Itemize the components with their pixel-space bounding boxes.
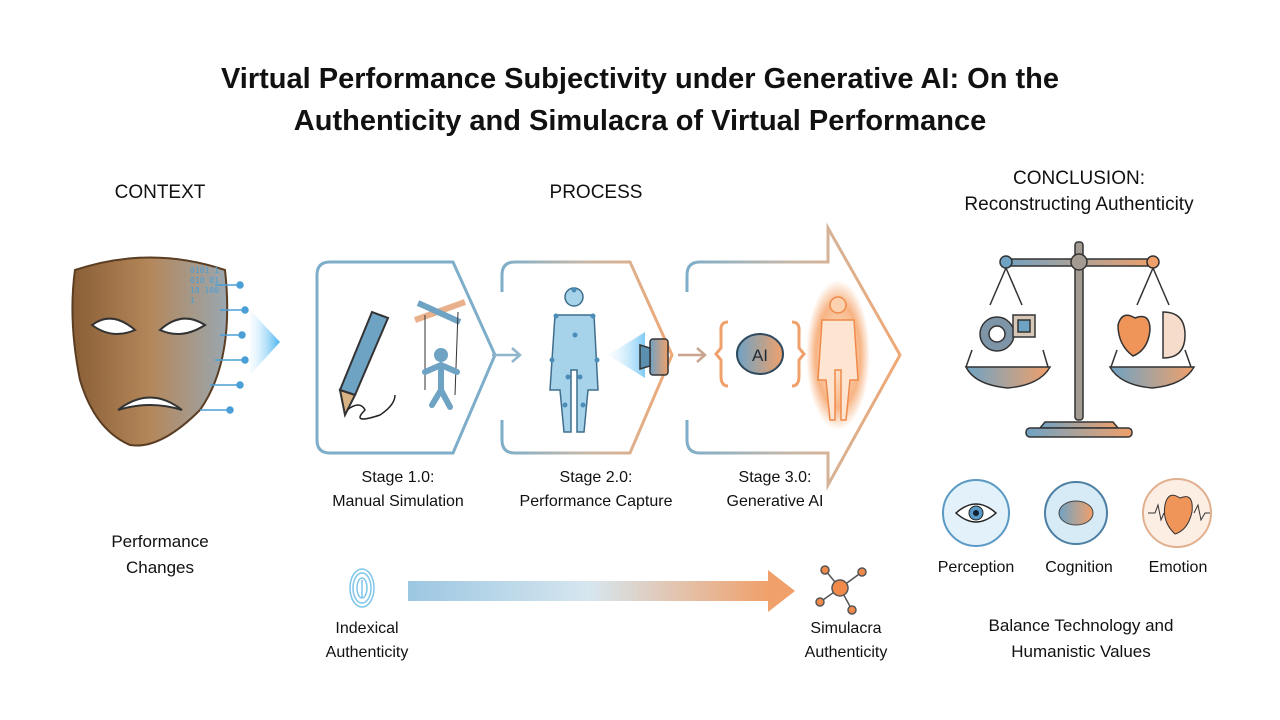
camera-icon (639, 338, 669, 376)
perception-eye-icon (942, 479, 1010, 547)
title-line-1: Virtual Performance Subjectivity under G… (220, 63, 1060, 95)
conclusion-footer-line-1: Balance Technology and (988, 616, 1174, 635)
context-label: Performance Changes (111, 529, 208, 581)
stage-arrow-2 (678, 347, 707, 363)
stage-2-name: Performance Capture (519, 493, 673, 510)
indexical-authenticity-label: Indexical Authenticity (326, 617, 409, 665)
page-title: Virtual Performance Subjectivity under G… (221, 58, 1059, 142)
conclusion-footer: Balance Technology and Humanistic Values (989, 613, 1174, 665)
context-header: CONTEXT (114, 182, 206, 203)
fountain-pen-icon (338, 310, 396, 420)
stage-arrow-1 (492, 347, 522, 363)
fingerprint-icon (349, 568, 375, 608)
motion-capture-body-icon (549, 287, 600, 433)
cognition-brain-icon (1044, 481, 1108, 545)
glowing-human-icon (806, 280, 870, 430)
pillar-emotion: Emotion (1148, 559, 1208, 576)
stage-3-number: Stage 3.0: (738, 469, 812, 486)
network-nodes-icon (815, 565, 867, 615)
balance-scale-icon (964, 241, 1196, 438)
stage-3-arrow (685, 222, 902, 491)
brain-icon (1162, 311, 1186, 359)
stage-1-name: Manual Simulation (332, 493, 464, 510)
conclusion-header: CONCLUSION: Reconstructing Authenticity (964, 166, 1193, 218)
ai-brain-icon: AI (714, 320, 806, 388)
simulacra-line-2: Authenticity (804, 644, 888, 661)
stage-3-name: Generative AI (726, 493, 824, 510)
conclusion-header-line-2: Reconstructing Authenticity (964, 194, 1194, 215)
mask-binary-code: 0101 1010 0110 1001 (190, 266, 219, 305)
context-label-line-2: Changes (125, 558, 195, 577)
stage-1-number: Stage 1.0: (361, 469, 435, 486)
title-line-2: Authenticity and Simulacra of Virtual Pe… (293, 105, 987, 137)
pillar-cognition: Cognition (1045, 559, 1113, 576)
context-label-line-1: Performance (111, 532, 209, 551)
theater-mask-icon (71, 256, 280, 447)
conclusion-footer-line-2: Humanistic Values (1011, 642, 1151, 661)
heart-icon (1117, 314, 1151, 357)
spectrum-arrow (408, 570, 795, 612)
process-header: PROCESS (549, 182, 643, 203)
stage-1-panel (315, 260, 497, 455)
indexical-line-1: Indexical (335, 620, 399, 637)
stage-1-label: Stage 1.0: Manual Simulation (332, 466, 464, 514)
stage-2-label: Stage 2.0: Performance Capture (520, 466, 673, 514)
stage-2-panel (500, 260, 674, 455)
indexical-line-2: Authenticity (325, 644, 409, 661)
stage-2-number: Stage 2.0: (559, 469, 633, 486)
simulacra-authenticity-label: Simulacra Authenticity (805, 617, 888, 665)
puppet-icon (413, 299, 467, 410)
stage-3-label: Stage 3.0: Generative AI (727, 466, 824, 514)
simulacra-line-1: Simulacra (810, 620, 882, 637)
emotion-heart-icon (1142, 478, 1212, 548)
ai-label: AI (752, 346, 768, 365)
conclusion-header-line-1: CONCLUSION: (1013, 168, 1145, 189)
pillar-perception: Perception (937, 559, 1015, 576)
